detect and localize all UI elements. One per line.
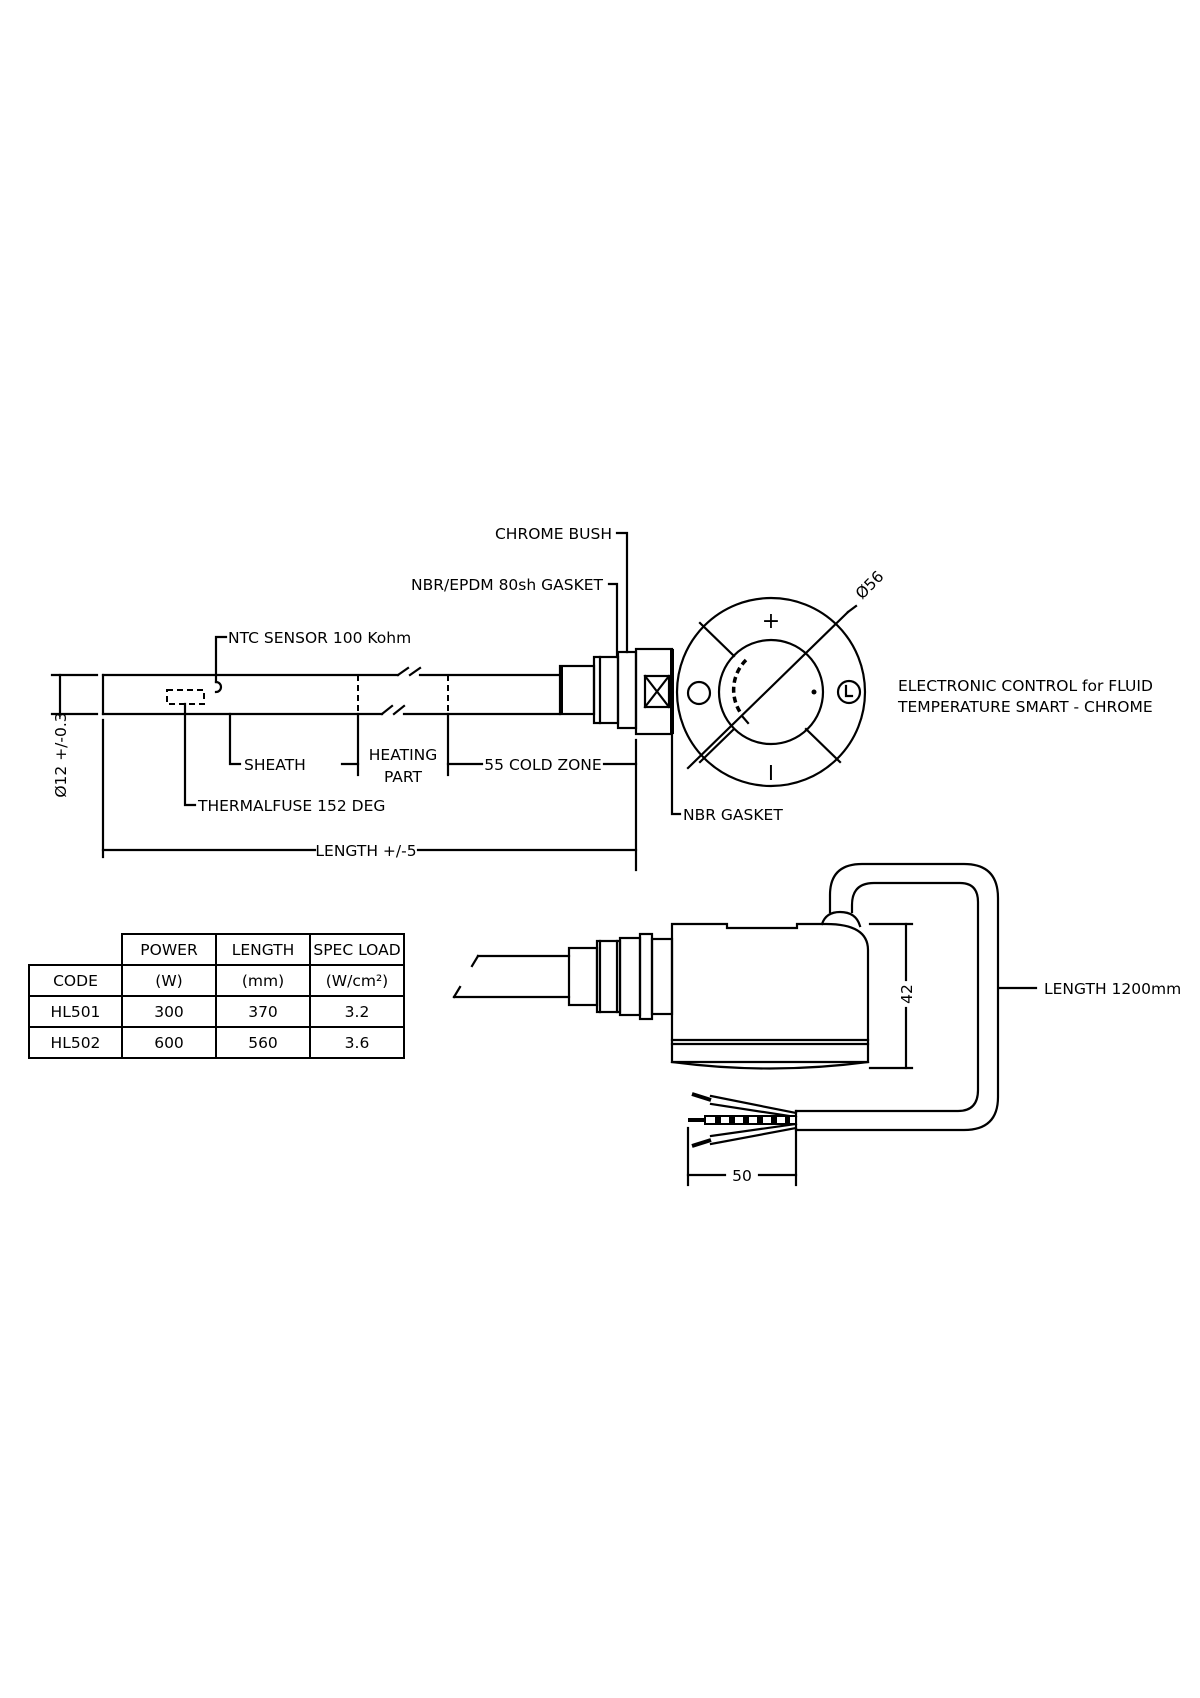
power-icon[interactable] xyxy=(686,680,712,706)
table-unit-power: (W) xyxy=(121,964,217,997)
heating-part-label: HEATING xyxy=(369,746,438,764)
description-line-2: TEMPERATURE SMART - CHROME xyxy=(897,698,1153,716)
gasket-leader xyxy=(607,582,619,659)
control-head xyxy=(675,596,867,788)
heating-part-label-2: PART xyxy=(384,768,423,786)
ntc-leader xyxy=(214,635,228,684)
height-dimension xyxy=(868,922,914,1070)
table-unit-length: (mm) xyxy=(215,964,311,997)
timer-icon[interactable] xyxy=(836,679,862,705)
table-cell-spec-load: 3.6 xyxy=(309,1026,405,1059)
table-cell xyxy=(29,934,123,966)
table-header-row-1: POWER LENGTH SPEC LOAD xyxy=(29,933,405,966)
table-cell-code: HL501 xyxy=(28,995,123,1028)
table-header-code: CODE xyxy=(28,964,123,997)
head-diameter-label: Ø56 xyxy=(852,568,887,603)
thermalfuse-symbol xyxy=(166,689,205,705)
plus-symbol[interactable]: + xyxy=(762,609,780,634)
chrome-bush-leader xyxy=(615,531,629,654)
timer-hand xyxy=(844,684,854,698)
ntc-sensor-symbol xyxy=(214,680,223,694)
ntc-sensor-label: NTC SENSOR 100 Kohm xyxy=(228,629,411,647)
table-cell-spec-load: 3.2 xyxy=(309,995,405,1028)
side-view-sheath xyxy=(452,932,674,1021)
description-line-1: ELECTRONIC CONTROL for FLUID xyxy=(898,677,1153,695)
table-cell-length: 560 xyxy=(215,1026,311,1059)
cold-zone-label: 55 COLD ZONE xyxy=(484,756,601,774)
gasket-label: NBR/EPDM 80sh GASKET xyxy=(411,576,604,594)
table-header-spec-load: SPEC LOAD xyxy=(309,933,405,966)
table-header-length: LENGTH xyxy=(215,933,311,966)
table-header-row-2: CODE (W) (mm) (W/cm²) xyxy=(28,964,405,997)
table-cell-power: 300 xyxy=(121,995,217,1028)
chrome-bush-label: CHROME BUSH xyxy=(495,525,612,543)
power-cable xyxy=(794,862,1000,1132)
heating-element-sheath xyxy=(101,666,562,716)
table-row: HL502 600 560 3.6 xyxy=(28,1026,405,1059)
height-label: 42 xyxy=(898,984,916,1004)
table-cell-code: HL502 xyxy=(28,1026,123,1059)
nbr-gasket-label: NBR GASKET xyxy=(683,806,783,824)
control-box-side xyxy=(670,910,870,1070)
diameter-label: Ø12 +/-0.3 xyxy=(52,712,70,797)
thermalfuse-leader xyxy=(183,702,197,807)
cable-length-label: LENGTH 1200mm xyxy=(1044,980,1181,998)
table-cell-length: 370 xyxy=(215,995,311,1028)
wire-length-label: 50 xyxy=(732,1167,752,1185)
spec-table: POWER LENGTH SPEC LOAD CODE (W) (mm) (W/… xyxy=(28,933,405,1059)
minus-symbol[interactable]: I xyxy=(768,761,774,785)
wire-ends xyxy=(688,1092,798,1148)
table-row: HL501 300 370 3.2 xyxy=(28,995,405,1028)
table-header-power: POWER xyxy=(121,933,217,966)
length-label: LENGTH +/-5 xyxy=(315,842,416,860)
sheath-label: SHEATH xyxy=(244,756,306,774)
table-cell-power: 600 xyxy=(121,1026,217,1059)
sheath-leader xyxy=(228,712,242,766)
table-unit-spec-load: (W/cm²) xyxy=(309,964,405,997)
chrome-bush-fitting xyxy=(558,647,674,736)
nbr-gasket-leader xyxy=(670,732,682,816)
wire-length-dimension xyxy=(686,1126,798,1187)
thermalfuse-label: THERMALFUSE 152 DEG xyxy=(197,797,385,815)
indicator-dot xyxy=(811,689,817,695)
diameter-dimension xyxy=(50,673,105,859)
